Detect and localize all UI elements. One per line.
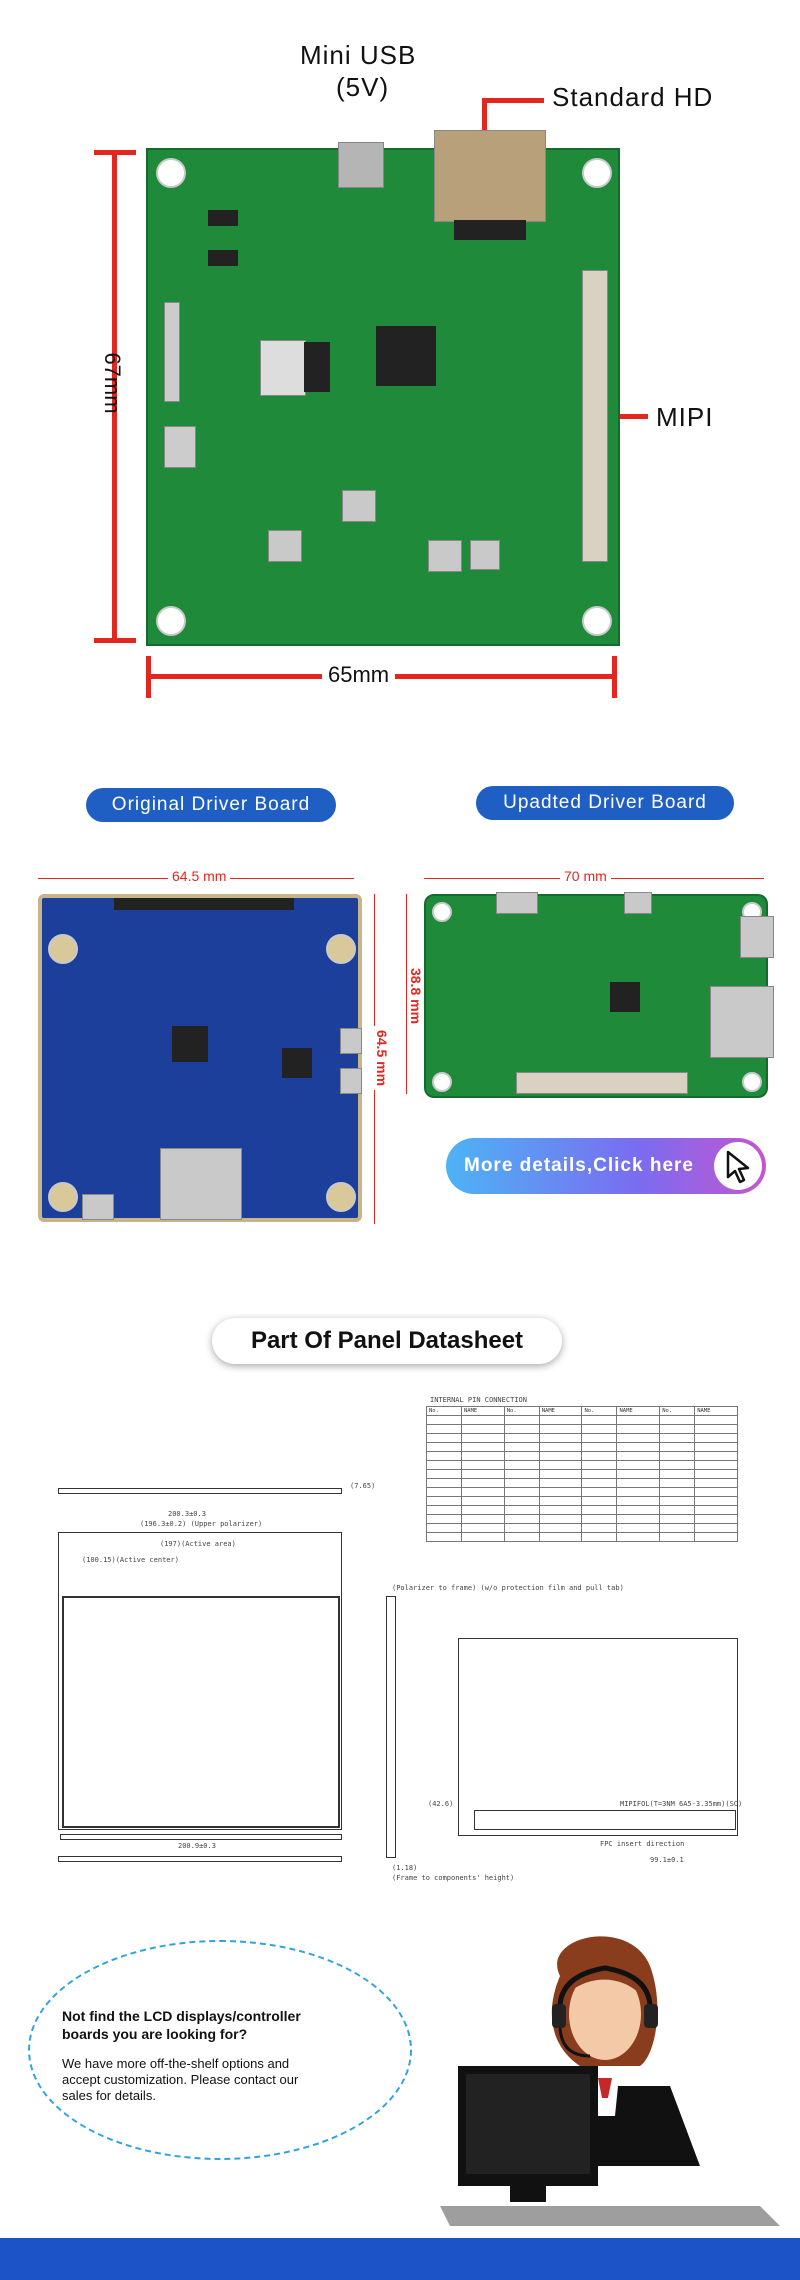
contact-body-line2: accept customization. Please contact our — [62, 2072, 299, 2087]
footer-bar — [0, 2238, 800, 2280]
pin-table-column: NAME — [460, 1406, 505, 1416]
frame-note: (Polarizer to frame) (w/o protection fil… — [392, 1584, 624, 1592]
pin-table-column: No. — [581, 1406, 618, 1416]
mini-usb-connector — [338, 142, 384, 188]
pin-table-column: No. — [426, 1406, 462, 1416]
comp-note: (Frame to components' height) — [392, 1874, 515, 1882]
contact-section: Not find the LCD displays/controller boa… — [0, 1900, 800, 2238]
panel-active-area — [62, 1596, 340, 1828]
panel-top-view — [58, 1488, 342, 1494]
contact-body-line3: sales for details. — [62, 2088, 156, 2103]
height-line — [112, 150, 117, 642]
updated-hdmi-connector — [710, 986, 774, 1058]
pin-table-row — [426, 1415, 738, 1425]
height-label: 67mm — [100, 352, 125, 414]
datasheet-section: Part Of Panel Datasheet INTERNAL PIN CON… — [0, 1300, 800, 1920]
panel-side-view — [386, 1596, 396, 1858]
pin-table-row — [426, 1442, 738, 1452]
speech-bubble — [28, 1940, 412, 2160]
original-height-label: 64.5 mm — [374, 1025, 391, 1091]
pin-table-row — [426, 1523, 738, 1533]
updated-board-image — [424, 892, 774, 1098]
hdmi-label: Standard HD — [552, 82, 714, 112]
pin-table-row — [426, 1496, 738, 1506]
pin-table-column: No. — [659, 1406, 696, 1416]
original-board-image — [38, 894, 362, 1222]
pin-table-header: INTERNAL PIN CONNECTION — [430, 1396, 527, 1404]
cursor-icon — [714, 1142, 762, 1190]
board-comparison-section: Original Driver Board Upadted Driver Boa… — [0, 760, 800, 1240]
contact-body-line1: We have more off-the-shelf options and — [62, 2056, 290, 2071]
pin-table-row — [426, 1514, 738, 1524]
pin-table-row — [426, 1460, 738, 1470]
pin-table-column: NAME — [694, 1406, 738, 1416]
pin-table-row — [426, 1451, 738, 1461]
outline-width-note: 200.3±0.3 — [168, 1510, 206, 1518]
updated-width-label: 70 mm — [560, 868, 611, 884]
fpc-direction-note: FPC insert direction — [600, 1840, 685, 1848]
pin-table-row — [426, 1478, 738, 1488]
main-ic — [376, 326, 436, 386]
mipi-label: MIPI — [656, 402, 714, 432]
panel-front-outline — [58, 1532, 342, 1830]
pin-table-row — [426, 1469, 738, 1479]
pin-table-column: NAME — [616, 1406, 661, 1416]
contact-heading-line1: Not find the LCD displays/controller — [62, 2008, 301, 2024]
sales-agent-illustration — [440, 1916, 780, 2238]
more-details-button[interactable]: More details,Click here — [446, 1138, 766, 1194]
fpc-connector — [474, 1810, 736, 1830]
datasheet-title: Part Of Panel Datasheet — [212, 1318, 562, 1364]
contact-heading-line2: boards you are looking for? — [62, 2026, 248, 2042]
hdmi-connector — [434, 130, 546, 222]
polarizer-note: (196.3±0.2) (Upper polarizer) — [140, 1520, 263, 1528]
mipi-connector — [582, 270, 608, 562]
fpc-width-note: 99.1±0.1 — [650, 1856, 684, 1864]
updated-height-label: 38.8 mm — [408, 963, 425, 1029]
updated-mipi-connector — [516, 1072, 688, 1094]
pin-table-row — [426, 1424, 738, 1434]
panel-back-outline — [458, 1638, 738, 1836]
pin-table-column: No. — [503, 1406, 540, 1416]
width-label: 65mm — [322, 662, 396, 688]
right-height-note: (42.6) — [428, 1800, 454, 1808]
mini-usb-voltage-label: (5V) — [336, 72, 390, 102]
comp-height-note: (1.18) — [392, 1864, 418, 1872]
pin-table-row — [426, 1433, 738, 1443]
original-hdmi-connector — [160, 1148, 242, 1220]
mini-usb-label: Mini USB — [300, 40, 417, 70]
original-width-label: 64.5 mm — [168, 868, 231, 884]
updated-board-label: Upadted Driver Board — [476, 786, 734, 820]
hdmi-pointer — [484, 98, 544, 103]
active-area-note: (197)(Active area) — [160, 1540, 236, 1548]
pin-table-row — [426, 1532, 738, 1542]
board-dimension-section: Mini USB (5V) Standard HD MIPI 67mm 65mm — [0, 0, 800, 700]
fpc-part-note: MIPIFOL(T=3NM 6A5-3.35mm)(SC) — [620, 1800, 743, 1808]
original-board-label: Original Driver Board — [86, 788, 336, 822]
more-details-label: More details,Click here — [464, 1155, 694, 1176]
active-center-note: (100.15)(Active center) — [82, 1556, 179, 1564]
pin-table-column: NAME — [538, 1406, 583, 1416]
thickness-note: (7.65) — [350, 1482, 376, 1490]
pin-table-row — [426, 1487, 738, 1497]
driver-board-image — [146, 130, 620, 646]
hdmi-pointer-vertical — [482, 98, 487, 154]
bottom-width-note: 200.9±0.3 — [178, 1842, 216, 1850]
pin-table-row — [426, 1505, 738, 1515]
